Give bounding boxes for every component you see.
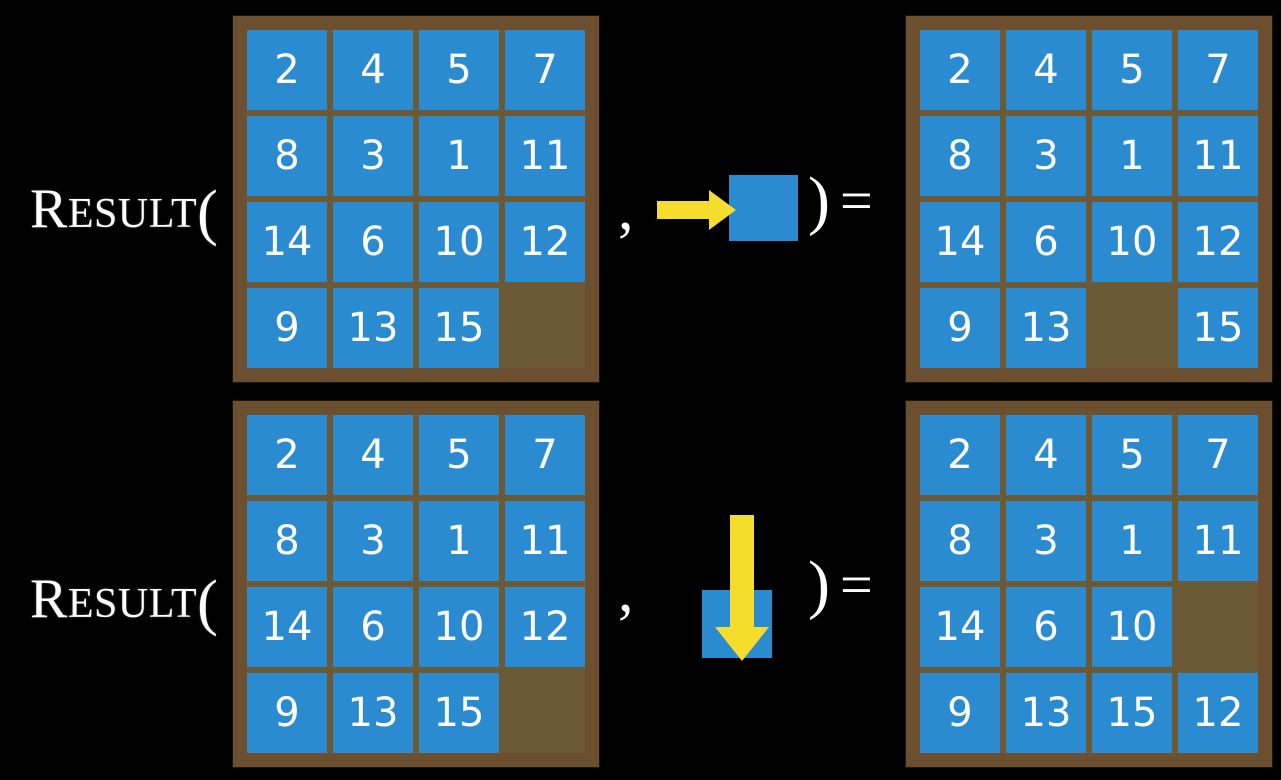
tile[interactable]: 10 — [1092, 202, 1172, 282]
tile[interactable]: 7 — [505, 415, 585, 495]
blank-tile — [505, 673, 585, 753]
tile[interactable]: 15 — [1178, 288, 1258, 368]
tile[interactable]: 8 — [247, 501, 327, 581]
tile[interactable]: 11 — [505, 116, 585, 196]
tile[interactable]: 4 — [333, 30, 413, 110]
tile[interactable]: 12 — [1178, 673, 1258, 753]
tile[interactable]: 10 — [419, 202, 499, 282]
equation-row-2: RESULT( 2 4 5 7 8 3 1 11 14 6 10 12 9 13… — [0, 390, 1281, 780]
tile[interactable]: 2 — [247, 415, 327, 495]
tile[interactable]: 9 — [920, 673, 1000, 753]
result-label-row-2: RESULT( — [30, 566, 218, 634]
blank-tile — [1178, 587, 1258, 667]
action-move-right[interactable] — [650, 160, 810, 255]
tile[interactable]: 8 — [920, 501, 1000, 581]
open-paren: ( — [197, 179, 219, 247]
tile[interactable]: 6 — [333, 587, 413, 667]
action-move-down[interactable] — [680, 500, 810, 670]
equals-sign: = — [840, 552, 873, 617]
tile[interactable]: 11 — [1178, 501, 1258, 581]
tile[interactable]: 1 — [1092, 501, 1172, 581]
tile[interactable]: 12 — [505, 587, 585, 667]
result-label-capital: R — [30, 568, 68, 630]
result-label-smallcaps: ESULT — [67, 191, 198, 237]
tile[interactable]: 3 — [333, 501, 413, 581]
tile[interactable]: 12 — [1178, 202, 1258, 282]
tile[interactable]: 6 — [333, 202, 413, 282]
blank-tile — [1092, 288, 1172, 368]
tile[interactable]: 2 — [920, 30, 1000, 110]
tile[interactable]: 2 — [920, 415, 1000, 495]
tile[interactable]: 7 — [1178, 415, 1258, 495]
tile[interactable]: 14 — [920, 202, 1000, 282]
tile[interactable]: 13 — [1006, 288, 1086, 368]
tile[interactable]: 12 — [505, 202, 585, 282]
tile[interactable]: 13 — [333, 673, 413, 753]
tile[interactable]: 15 — [419, 673, 499, 753]
tile[interactable]: 7 — [505, 30, 585, 110]
input-board-row-2[interactable]: 2 4 5 7 8 3 1 11 14 6 10 12 9 13 15 — [232, 400, 600, 768]
tile[interactable]: 11 — [1178, 116, 1258, 196]
tile[interactable]: 8 — [247, 116, 327, 196]
tile[interactable]: 15 — [419, 288, 499, 368]
blank-tile-glyph — [729, 175, 798, 241]
tile[interactable]: 14 — [247, 587, 327, 667]
result-label-smallcaps: ESULT — [67, 581, 198, 627]
close-paren: ) — [808, 548, 830, 621]
tile[interactable]: 13 — [1006, 673, 1086, 753]
tile[interactable]: 4 — [1006, 30, 1086, 110]
tile[interactable]: 6 — [1006, 587, 1086, 667]
down-arrow-icon — [715, 515, 769, 661]
output-board-row-1[interactable]: 2 4 5 7 8 3 1 11 14 6 10 12 9 13 15 — [905, 15, 1273, 383]
result-label-row-1: RESULT( — [30, 176, 218, 244]
equation-row-1: RESULT( 2 4 5 7 8 3 1 11 14 6 10 12 9 13… — [30, 15, 1273, 383]
tile[interactable]: 6 — [1006, 202, 1086, 282]
equals-sign: = — [840, 168, 873, 233]
tile[interactable]: 9 — [247, 673, 327, 753]
tile[interactable]: 14 — [247, 202, 327, 282]
tile[interactable]: 1 — [419, 116, 499, 196]
comma-separator: , — [618, 557, 634, 625]
tile[interactable]: 5 — [1092, 30, 1172, 110]
tile[interactable]: 5 — [1092, 415, 1172, 495]
tile[interactable]: 9 — [247, 288, 327, 368]
input-board-row-1[interactable]: 2 4 5 7 8 3 1 11 14 6 10 12 9 13 15 — [232, 15, 600, 383]
tile[interactable]: 15 — [1092, 673, 1172, 753]
result-label-capital: R — [30, 178, 68, 240]
right-arrow-icon — [657, 190, 736, 230]
close-paren: ) — [808, 164, 830, 237]
open-paren: ( — [197, 569, 219, 637]
tile[interactable]: 7 — [1178, 30, 1258, 110]
blank-tile — [505, 288, 585, 368]
tile[interactable]: 11 — [505, 501, 585, 581]
tile[interactable]: 8 — [920, 116, 1000, 196]
output-board-row-2[interactable]: 2 4 5 7 8 3 1 11 14 6 10 9 13 15 12 — [905, 400, 1273, 768]
tile[interactable]: 3 — [333, 116, 413, 196]
tile[interactable]: 1 — [1092, 116, 1172, 196]
tile[interactable]: 4 — [333, 415, 413, 495]
tile[interactable]: 10 — [1092, 587, 1172, 667]
tile[interactable]: 9 — [920, 288, 1000, 368]
tile[interactable]: 3 — [1006, 116, 1086, 196]
tile[interactable]: 10 — [419, 587, 499, 667]
tile[interactable]: 13 — [333, 288, 413, 368]
tile[interactable]: 3 — [1006, 501, 1086, 581]
comma-separator: , — [618, 175, 634, 243]
tile[interactable]: 5 — [419, 30, 499, 110]
tile[interactable]: 2 — [247, 30, 327, 110]
tile[interactable]: 14 — [920, 587, 1000, 667]
tile[interactable]: 4 — [1006, 415, 1086, 495]
tile[interactable]: 5 — [419, 415, 499, 495]
tile[interactable]: 1 — [419, 501, 499, 581]
